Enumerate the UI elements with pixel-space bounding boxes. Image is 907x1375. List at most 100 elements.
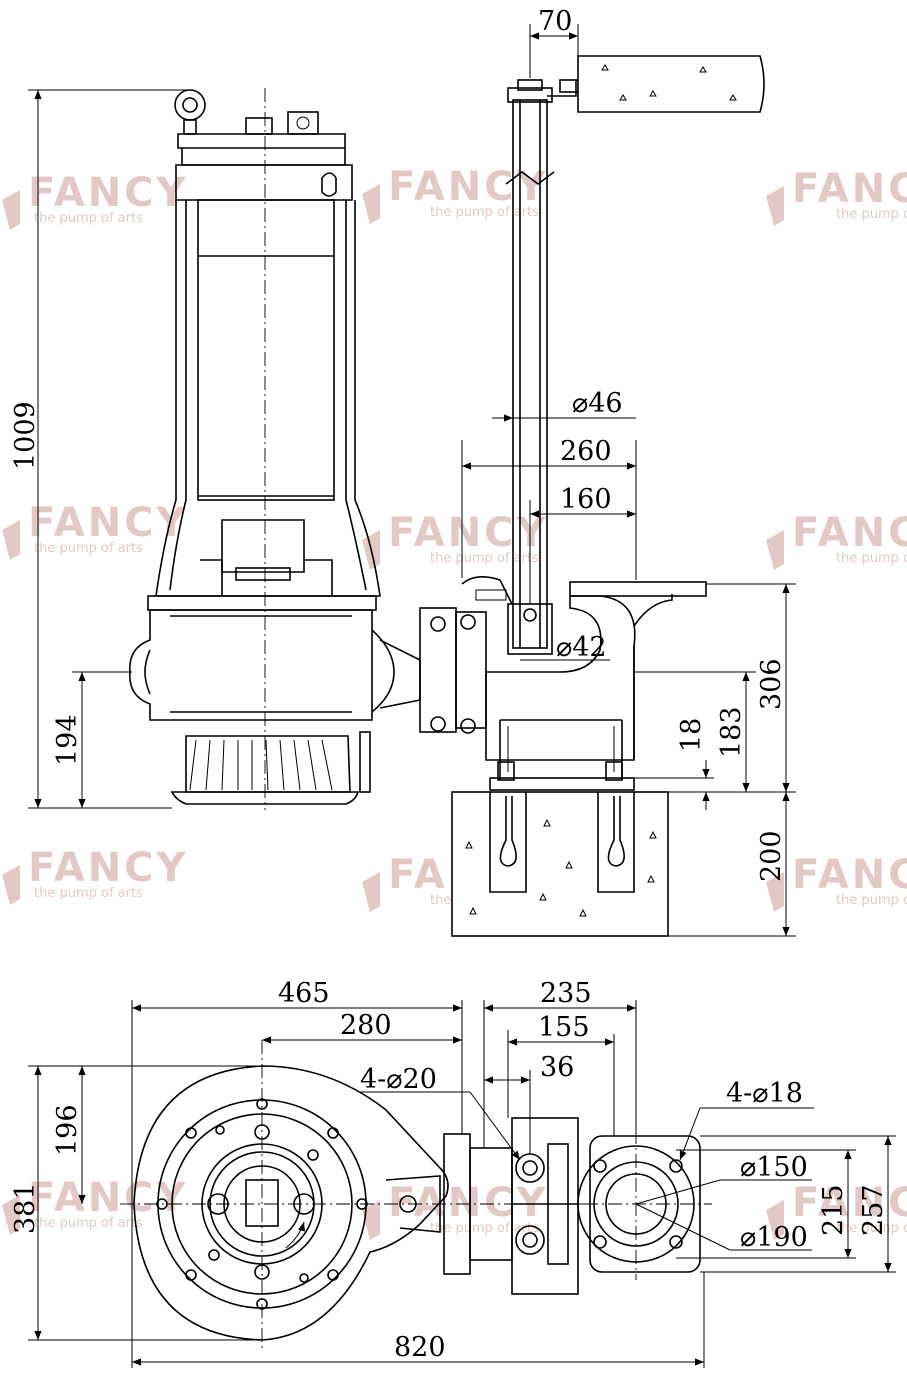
- flange-bolt-top: [430, 616, 446, 632]
- volute-nose: [144, 649, 151, 695]
- guide-pipe: [512, 99, 548, 649]
- cable-entry-hole: [296, 116, 310, 130]
- base-stand: [499, 719, 623, 780]
- volute-outline: [133, 1065, 449, 1341]
- flange-bolt-bottom: [430, 716, 446, 732]
- watermark-brand: FANCY: [28, 500, 189, 546]
- dim-215: 215: [818, 1184, 849, 1236]
- dim-257: 257: [858, 1184, 889, 1236]
- guide-rail: [461, 55, 765, 655]
- watermark-logo-icon: [362, 184, 380, 224]
- foundation: [451, 791, 669, 937]
- base-plate: [489, 777, 635, 791]
- watermark-logo-icon: [2, 190, 20, 230]
- watermark-tagline: the pump of arts: [430, 205, 539, 220]
- watermark-7: FANCY the pump of arts: [2, 845, 189, 905]
- dim-18: 18: [676, 718, 707, 752]
- mid-flange: [147, 595, 377, 611]
- coupling-bolt: [523, 608, 537, 622]
- leader-4-18-arrow: [679, 1107, 701, 1161]
- watermark-brand: FANCY: [388, 164, 549, 210]
- dim-150: ⌀150: [740, 1152, 808, 1183]
- leader-150: [635, 1179, 721, 1205]
- rotation-arrow-icon: [285, 1221, 305, 1249]
- dim-42: ⌀42: [556, 632, 607, 663]
- dim-46: ⌀46: [572, 388, 623, 419]
- dim-196: 196: [52, 1104, 83, 1156]
- watermark-tagline: the pump of arts: [34, 886, 143, 901]
- bearing-housing: [221, 519, 305, 573]
- watermark-logo-icon: [2, 865, 20, 905]
- watermark-logo-icon: [766, 186, 784, 226]
- stator: [197, 199, 335, 501]
- concrete-foundation: [451, 791, 669, 937]
- plan-view: 465 235 280 155 36 4-⌀20: [10, 978, 896, 1368]
- dim-4-20: 4-⌀20: [360, 1064, 437, 1095]
- anchor-nut-right: [605, 761, 623, 781]
- watermark-brand: FANCY: [28, 845, 189, 891]
- bolt-icon: [208, 1249, 220, 1261]
- junction-box: [321, 172, 337, 197]
- rail-pipe-bottom-icon: [515, 1225, 545, 1255]
- watermark-brand: FANCY: [28, 1175, 189, 1221]
- watermark-tagline: the pump of arts: [836, 207, 907, 222]
- anchor-bolt-left: [499, 796, 517, 867]
- watermark-tagline: the pump of arts: [836, 893, 907, 908]
- rail-pipe-top-inner: [522, 1160, 538, 1176]
- pump-motor: [129, 88, 421, 810]
- leader-4-20-arrow: [469, 1091, 521, 1161]
- anchor-bolt-right: [607, 796, 625, 867]
- dim-280: 280: [340, 1010, 392, 1041]
- coupling-nut-bottom: [460, 718, 476, 734]
- rail-top-clamp: [507, 87, 553, 103]
- watermark-9: FANCY the pump of arts: [766, 852, 907, 912]
- pump-side-flange: [419, 607, 457, 733]
- bolt-icon: [185, 1127, 197, 1139]
- dim-200: 200: [756, 830, 787, 882]
- pump-stand: [170, 791, 360, 805]
- watermark-brand: FANCY: [792, 510, 907, 556]
- watermark-brand: FANCY: [792, 166, 907, 212]
- coupling-nut-top: [460, 614, 476, 630]
- anchor-nut-left: [497, 761, 515, 781]
- outlet-bolt-icon: [593, 1235, 607, 1249]
- dim-306: 306: [756, 658, 787, 710]
- rail-pipe-top-icon: [515, 1153, 545, 1183]
- dim-260: 260: [560, 436, 612, 467]
- anchor-pocket-left: [489, 792, 527, 893]
- watermark-logo-icon: [362, 872, 380, 912]
- bolt-icon: [327, 1127, 339, 1139]
- watermark-brand: FANCY: [388, 1180, 549, 1226]
- bolt-icon: [327, 1269, 339, 1281]
- dim-160: 160: [560, 484, 612, 515]
- outlet-bolt-icon: [593, 1159, 607, 1173]
- dim-1009: 1009: [10, 401, 41, 470]
- lifting-eye-hole: [182, 97, 198, 113]
- seal-housing: [200, 559, 333, 596]
- leader-190: [635, 1203, 731, 1251]
- outlet-bolt-icon: [669, 1235, 683, 1249]
- outlet-bolt-icon: [669, 1159, 683, 1173]
- watermark-3: FANCY the pump of arts: [766, 166, 907, 226]
- bolt-icon: [307, 1149, 319, 1161]
- dim-465: 465: [278, 978, 330, 1009]
- plan-dimensions: 465 235 280 155 36 4-⌀20: [10, 978, 896, 1368]
- watermark-tagline: the pump of arts: [34, 211, 143, 226]
- watermark-logo-icon: [2, 1195, 20, 1235]
- watermark-brand: FANCY: [792, 1180, 907, 1226]
- watermark-tagline: the pump of arts: [836, 551, 907, 566]
- top-cap: [177, 133, 346, 149]
- coupling-plate: [455, 611, 487, 729]
- outlet-flange: [569, 581, 707, 597]
- watermark-logo-icon: [766, 530, 784, 570]
- bolt-icon: [185, 1269, 197, 1281]
- strainer-bars: [189, 739, 333, 791]
- concrete-marks: [601, 64, 737, 101]
- nameplate: [475, 589, 507, 601]
- upper-flange: [175, 164, 353, 201]
- auto-coupling: [419, 581, 707, 791]
- concrete-aggregate-marks: [465, 818, 657, 917]
- break-mark: [505, 171, 555, 185]
- watermark-10: FANCY the pump of arts: [2, 1175, 189, 1235]
